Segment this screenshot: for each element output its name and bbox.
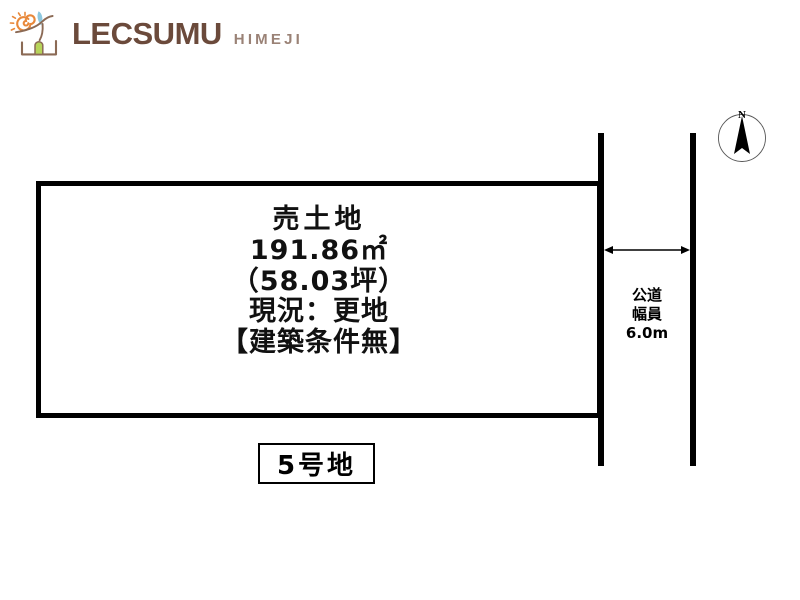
brand-name: LECSUMU [72, 16, 222, 51]
lecsumu-logo-icon [9, 10, 58, 55]
compass-rose-icon [718, 114, 766, 162]
lot-number-badge: 5号地 [258, 443, 375, 484]
brand-header: LECSUMU HIMEJI [8, 6, 328, 61]
road-width-value: 6.0m [625, 324, 669, 343]
road-width-label: 幅員 [631, 305, 662, 324]
road-type-label: 公道 [631, 286, 662, 304]
brand-wordmark: LECSUMU HIMEJI [72, 18, 303, 49]
compass-north-letter: N [738, 109, 746, 121]
road-label-block: 公道 幅員 6.0m [604, 286, 690, 344]
road-width-dimension-arrow [604, 246, 690, 254]
land-parcel-outline [36, 181, 602, 418]
lot-number-label: 5号地 [276, 451, 357, 481]
road-boundary-line-inner [598, 133, 604, 466]
brand-sub-name: HIMEJI [233, 31, 303, 48]
road-boundary-line-outer [690, 133, 696, 466]
